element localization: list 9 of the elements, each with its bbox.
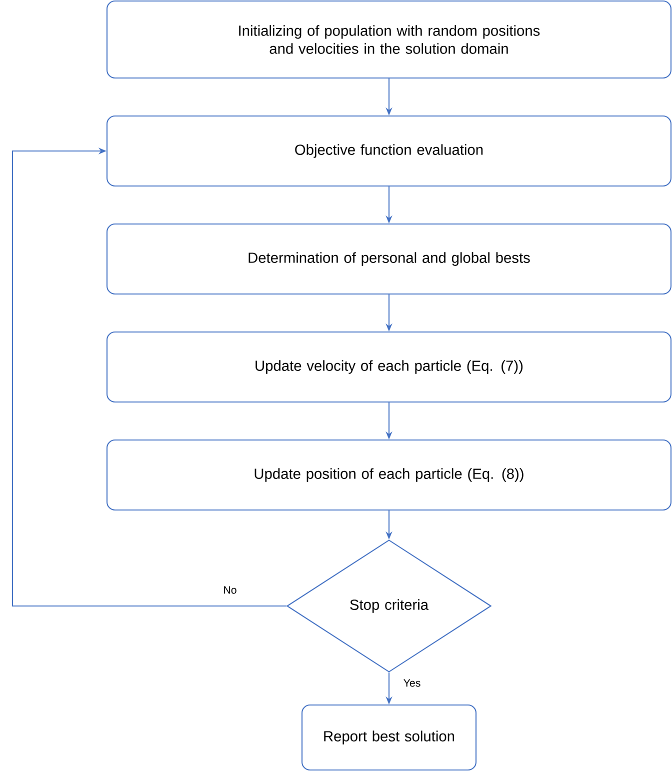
process-box: Report best solution: [301, 704, 477, 771]
edge-label: No: [222, 584, 238, 596]
process-box: Initializing of population with random positions and velocities in the solution domain: [106, 0, 672, 79]
process-box: Update velocity of each particle (Eq. (7)): [106, 331, 672, 403]
process-box: Determination of personal and global bests: [106, 223, 672, 295]
process-box: Objective function evaluation: [106, 115, 672, 187]
edge-label: Yes: [402, 678, 422, 688]
arrow: [12, 148, 286, 607]
process-box: Update position of each particle (Eq. (8)): [106, 439, 672, 511]
